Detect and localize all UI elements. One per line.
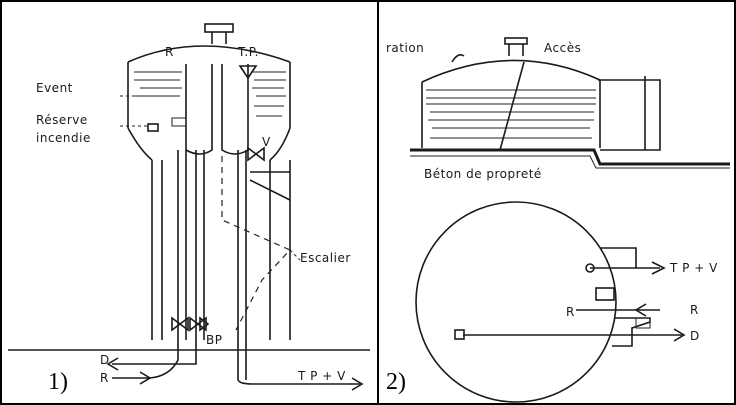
label-incendie: incendie — [36, 131, 91, 145]
ladder — [499, 61, 525, 151]
pipe-d-bottom — [112, 340, 197, 365]
arrow-tpv — [351, 377, 364, 391]
tank-bottom-right — [269, 127, 291, 161]
reservoir-plan-circle — [415, 201, 617, 403]
arrow-r — [139, 371, 152, 385]
label-r-bottom: R — [100, 371, 109, 385]
label-d-plan: D — [690, 329, 700, 343]
label-reserve: Réserve — [36, 113, 88, 127]
label-tpv: T P + V — [297, 369, 346, 383]
vent-hook — [451, 54, 465, 63]
float-box — [147, 123, 159, 132]
label-d: D — [100, 353, 110, 367]
label-r-left-plan: R — [566, 305, 575, 319]
reservoir-roof — [421, 59, 601, 83]
tank-bottom-left — [127, 127, 153, 161]
valve-v — [247, 146, 265, 162]
pipe-tpv-out — [237, 379, 360, 385]
valve-bp-1 — [171, 316, 189, 332]
label-bp: BP — [206, 333, 222, 347]
arrow-r-plan — [634, 303, 647, 317]
reservoir-water — [426, 89, 596, 139]
valve-bp-2 — [189, 316, 207, 332]
staircase-dashed — [221, 156, 292, 331]
arrow-d-plan — [673, 328, 686, 342]
label-r-right-plan: R — [690, 303, 699, 317]
arrow-d — [106, 357, 119, 371]
panel-2-number: 2) — [386, 369, 406, 395]
label-tpv-plan: T P + V — [669, 261, 718, 275]
arrow-tpv-plan — [651, 261, 666, 275]
label-v: V — [262, 135, 271, 149]
ground-reservoir-section — [410, 37, 730, 403]
roof-hatch — [204, 23, 234, 33]
overflow-funnel — [238, 65, 258, 80]
label-r-top: R — [165, 45, 174, 59]
water-hatching — [134, 71, 286, 117]
label-escalier: Escalier — [300, 251, 351, 265]
tower-roof — [127, 45, 291, 63]
valve-box-plan — [595, 287, 615, 301]
label-tp-top: T.P. — [237, 45, 259, 59]
label-beton: Béton de propreté — [424, 167, 542, 181]
label-event: Event — [36, 81, 73, 95]
label-acces: Accès — [544, 41, 581, 55]
label-aeration: ration — [386, 41, 424, 55]
concrete-base — [410, 148, 730, 166]
panel-1-number: 1) — [48, 369, 68, 395]
water-tower-section — [8, 23, 370, 391]
